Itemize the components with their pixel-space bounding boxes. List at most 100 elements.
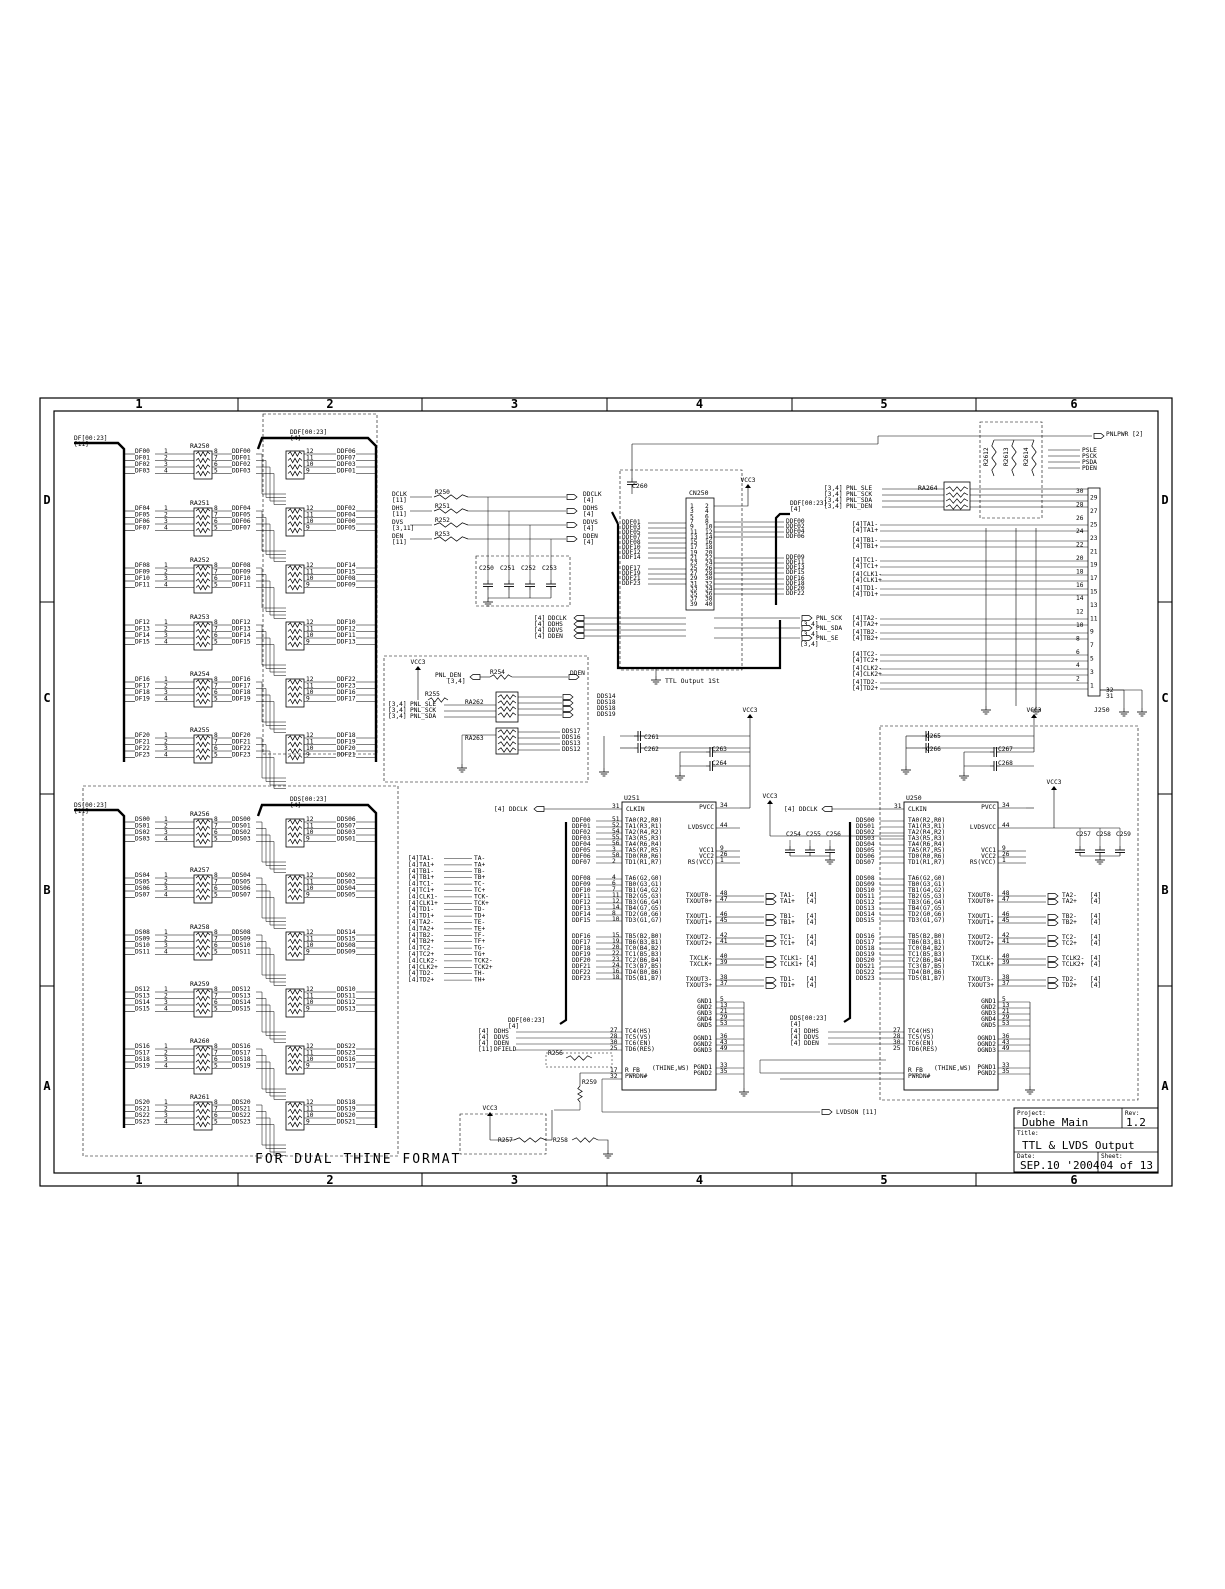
output-net-label: DDS01: [232, 823, 251, 830]
pin-number: 13: [1002, 1002, 1010, 1009]
lvds-list-alias: TA+: [474, 861, 485, 868]
resistor-array-ref: RA260: [190, 1037, 210, 1045]
pin-number: 1: [164, 732, 168, 739]
wire: [256, 941, 286, 979]
pin-name: TC3(B7,B5): [908, 963, 945, 970]
parallel-net: DDF00: [572, 817, 591, 824]
resistor-element: [195, 741, 211, 748]
resistor-element: [287, 741, 303, 748]
j250-signal: PSLE: [1082, 447, 1097, 454]
ctrl-ref: [4]: [534, 621, 545, 628]
ctrl-net: PNL_SDA: [846, 497, 872, 504]
output-net-label: DDF10: [232, 575, 251, 582]
pin-name: TC5(VS): [908, 1034, 934, 1041]
ctrl-ref: [3,4]: [824, 491, 843, 498]
ctrl-net: DDCLK: [548, 615, 567, 622]
capacitor-ref: C256: [826, 831, 841, 838]
pin-number: 12: [306, 1043, 314, 1050]
wire: [256, 947, 286, 983]
series-resistor-ref: R252: [435, 517, 450, 524]
pin-number: 36: [1002, 1033, 1010, 1040]
ctrl-ref: [4]: [534, 615, 545, 622]
far-net-label: DDS20: [337, 1112, 356, 1119]
pin-name: TA4(R6,R4): [625, 841, 662, 848]
resistor-element: [287, 641, 303, 648]
output-net-label: DDF07: [232, 525, 251, 532]
capacitor-ref: C250: [479, 565, 494, 572]
far-net-label: DDF09: [337, 582, 356, 589]
lvds-output-pin: TXOUT0+: [968, 898, 994, 905]
pin-number: 37: [1002, 980, 1010, 987]
pin-number: 10: [306, 942, 314, 949]
output-net-label: DDF20: [232, 732, 251, 739]
zone-col-label: 4: [696, 1173, 703, 1187]
pin-number: 42: [1002, 932, 1010, 939]
pin-number: 44: [720, 822, 728, 829]
pin-number: 9: [306, 582, 310, 589]
pin-number: 17: [1090, 575, 1098, 582]
lvds-output-port: [765, 914, 777, 920]
resistor-array-body: [193, 931, 213, 961]
ttl-net-right: DDF09: [786, 554, 805, 561]
pin-name: TD4(B0,B6): [908, 969, 945, 976]
zone-col-label: 2: [326, 1173, 333, 1187]
ttl-net-right: DDF16: [786, 575, 805, 582]
input-net-label: DS00: [135, 816, 150, 823]
bus-line: [611, 511, 619, 525]
ground-pin-name: PGND1: [977, 1064, 996, 1071]
lvds-output-port: [1047, 899, 1059, 905]
pin-name: PWRDN#: [908, 1073, 931, 1080]
far-net-label: DDS22: [337, 1043, 356, 1050]
pin-number: 6: [214, 829, 218, 836]
capacitor-ref: C261: [644, 734, 659, 741]
pin-name: TA0(R2,R0): [908, 817, 945, 824]
resistor-element: [287, 1059, 303, 1065]
far-net-label: DDS02: [337, 872, 356, 879]
pin-number: 1: [164, 562, 168, 569]
wire: [256, 587, 286, 619]
far-net-label: DDS06: [337, 816, 356, 823]
pin-number: 3: [612, 846, 616, 853]
pin-number: 25: [690, 565, 698, 572]
power-pin-name: VCC2: [981, 853, 996, 860]
resistor-element: [195, 1102, 211, 1108]
parallel-net: DDS08: [856, 875, 875, 882]
lvds-output-net: TA1-: [780, 892, 795, 899]
dds-net: DDS13: [562, 740, 581, 747]
pin-number: 56: [612, 840, 620, 847]
resistor-element: [287, 622, 303, 628]
ctrl-ref: [3,4]: [388, 701, 407, 708]
resistor-array-body: [285, 1045, 305, 1075]
sync-input-ref: [11]: [392, 497, 407, 504]
output-net-label: DDF09: [232, 569, 251, 576]
pin-name: TC4(HS): [625, 1028, 651, 1035]
input-net-label: DS05: [135, 879, 150, 886]
pin-number: 10: [612, 916, 620, 923]
pin-number: 5: [214, 525, 218, 532]
resistor-element: [195, 635, 211, 641]
pin-number: 2: [164, 823, 168, 830]
resistor-element: [287, 989, 303, 995]
pin-number: 9: [306, 696, 310, 703]
pnl-den-port: [469, 674, 481, 680]
parallel-net: DDF13: [572, 905, 591, 912]
input-net-label: DS02: [135, 829, 150, 836]
pin-number: 4: [164, 752, 168, 759]
resistor-element: [195, 1059, 211, 1065]
parallel-net: DDS01: [856, 823, 875, 830]
pin-number: 6: [214, 689, 218, 696]
resistor-element: [497, 729, 517, 735]
parallel-net: DDS13: [856, 905, 875, 912]
pin-number: 11: [306, 1050, 314, 1057]
ttl-net-right: DDF15: [786, 569, 805, 576]
pin-number: 7: [214, 1106, 218, 1113]
pin-number: 32: [610, 1073, 618, 1080]
sync-output-ref: [4]: [583, 525, 594, 532]
ctrl-ref: [3,4]: [824, 503, 843, 510]
input-net-label: DS04: [135, 872, 150, 879]
ttl-net-left: DDF14: [622, 554, 641, 561]
lvds-output-ref: [4]: [806, 940, 817, 947]
resistor-element: [287, 508, 303, 514]
series-resistor-ref: R251: [435, 503, 450, 510]
resistor-element: [195, 1052, 211, 1059]
